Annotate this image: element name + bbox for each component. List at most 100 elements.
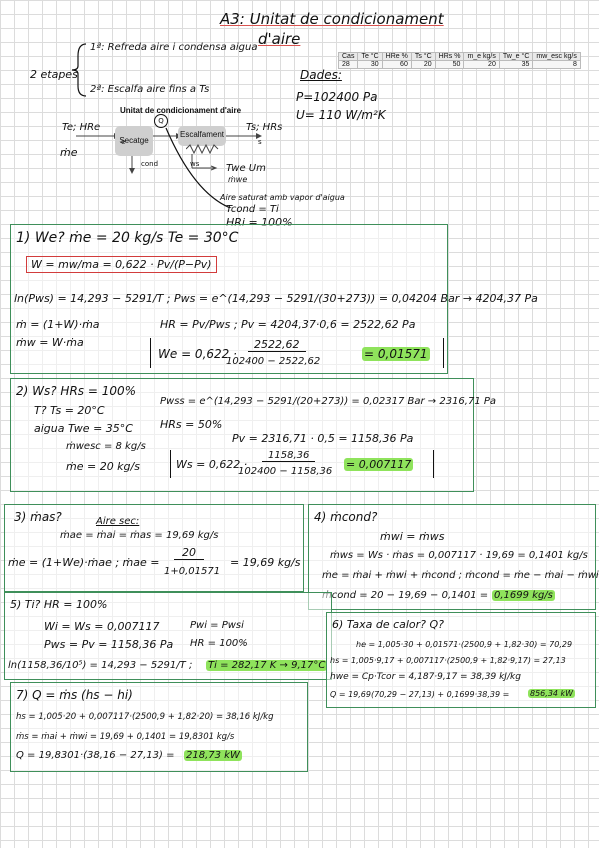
section-2-me: ṁe = 20 kg/s bbox=[66, 460, 140, 473]
escalfament-block: Escalfament bbox=[178, 126, 226, 146]
section-5-result: Ti = 282,17 K → 9,17°C bbox=[206, 660, 328, 671]
section-1-pws: ln(Pws) = 14,293 − 5291/T ; Pws = e^(14,… bbox=[14, 292, 538, 305]
diagram-q: Q bbox=[154, 114, 168, 128]
section-2-num: 1158,36 bbox=[262, 450, 316, 462]
section-2-mwesc: ṁwesc = 8 kg/s bbox=[66, 441, 146, 452]
section-1-pv: HR = Pv/Pws ; Pv = 4204,37·0,6 = 2522,62… bbox=[160, 318, 416, 331]
section-4-mws: ṁws = Ws · ṁas = 0,007117 · 19,69 = 0,14… bbox=[330, 550, 588, 561]
table-cell: 30 bbox=[357, 60, 383, 69]
section-5-hr: HR = 100% bbox=[190, 638, 248, 649]
etapa-1: 1ª: Refreda aire i condensa aigua bbox=[90, 42, 258, 53]
section-1-num: 2522,62 bbox=[248, 338, 306, 352]
diagram-title: Unitat de condicionament d'aire bbox=[120, 106, 242, 115]
table-header: m_e kg/s bbox=[463, 52, 500, 61]
section-5-question: 5) Ti? HR = 100% bbox=[10, 598, 108, 611]
section-3-mae: ṁe = (1+We)·ṁae ; ṁae = bbox=[8, 556, 160, 569]
table-cell: 60 bbox=[381, 60, 412, 69]
page-title-line2: d'aire bbox=[258, 30, 301, 48]
table-header: HRe % bbox=[381, 52, 412, 61]
section-1-result-bracket bbox=[150, 338, 444, 368]
table-header: Ts °C bbox=[410, 52, 436, 61]
table-cell: 35 bbox=[498, 60, 534, 69]
etapa-2: 2ª: Escalfa aire fins a Ts bbox=[90, 84, 210, 95]
table-header: Tw_e °C bbox=[498, 52, 534, 61]
section-1-result: = 0,01571 bbox=[362, 347, 430, 361]
section-3-box bbox=[4, 504, 304, 592]
section-6-he: he = 1,005·30 + 0,01571·(2500,9 + 1,82·3… bbox=[356, 640, 573, 649]
section-7-box bbox=[10, 682, 308, 772]
section-7-question: 7) Q = ṁs (hs − hi) bbox=[16, 688, 133, 702]
section-3-den: 1+0,01571 bbox=[164, 566, 221, 577]
table-header: Te °C bbox=[357, 52, 383, 61]
table-header: mw_esc kg/s bbox=[532, 52, 581, 61]
section-2-pv: Pv = 2316,71 · 0,5 = 1158,36 Pa bbox=[232, 432, 414, 445]
table-cell: 50 bbox=[434, 60, 465, 69]
diagram-out-label: Ts; HRs bbox=[246, 122, 283, 133]
section-2-pwss: Pwss = e^(14,293 − 5291/(20+273)) = 0,02… bbox=[160, 396, 497, 407]
section-6-question: 6) Taxa de calor? Q? bbox=[332, 618, 445, 631]
diagram-note2: Tcond = Ti bbox=[226, 204, 279, 215]
section-1-question: 1) We? ṁe = 20 kg/s Te = 30°C bbox=[16, 230, 239, 246]
resistor-icon bbox=[186, 144, 219, 154]
section-1-den: 102400 − 2522,62 bbox=[226, 356, 321, 367]
section-4-question: 4) ṁcond? bbox=[314, 510, 378, 524]
table-header: HRs % bbox=[434, 52, 465, 61]
table-cell: 8 bbox=[532, 60, 581, 69]
section-2-den: 102400 − 1158,36 bbox=[238, 466, 333, 477]
section-4-mcond: ṁcond = 20 − 19,69 − 0,1401 = bbox=[322, 590, 489, 601]
section-5-ln: ln(1158,36/10⁵) = 14,293 − 5291/T ; bbox=[8, 660, 193, 671]
section-3-result: = 19,69 kg/s bbox=[230, 556, 301, 569]
section-3-aire-sec: Aire sec: bbox=[96, 516, 140, 527]
diagram-tw: Twe Um bbox=[226, 163, 266, 174]
section-5-wi: Wi = Ws = 0,007117 bbox=[44, 620, 160, 633]
section-7-result: 218,73 kW bbox=[184, 750, 242, 761]
section-2-question: 2) Ws? HRs = 100% bbox=[16, 384, 137, 398]
section-3-num: 20 bbox=[174, 546, 204, 560]
data-table: Cas Te °C HRe % Ts °C HRs % m_e kg/s Tw_… bbox=[337, 52, 581, 69]
section-7-q: Q = 19,8301·(38,16 − 27,13) = bbox=[16, 750, 175, 761]
diagram-in-label: Te; HRe bbox=[62, 122, 101, 133]
section-1-mass: ṁ = (1+W)·ṁa bbox=[16, 318, 100, 331]
secatge-block: Secatge bbox=[115, 126, 153, 156]
section-4-mwi: ṁwi = ṁws bbox=[380, 530, 445, 543]
table-cell: 20 bbox=[410, 60, 436, 69]
table-cell: 20 bbox=[463, 60, 500, 69]
section-7-ms: ṁs = ṁai + ṁwi = 19,69 + 0,1401 = 19,830… bbox=[16, 732, 235, 742]
section-6-q: Q = 19,69(70,29 − 27,13) + 0,1699·38,39 … bbox=[330, 690, 510, 699]
table-header: Cas bbox=[337, 52, 359, 61]
diagram-note1: Aire saturat amb vapor d'aigua bbox=[220, 193, 345, 202]
section-2-result: = 0,007117 bbox=[344, 458, 414, 471]
section-2-hrs: HRs = 50% bbox=[160, 418, 223, 431]
table-cell: 28 bbox=[337, 60, 359, 69]
diagram-cond: cond bbox=[141, 160, 159, 168]
section-6-hs: hs = 1,005·9,17 + 0,007117·(2500,9 + 1,8… bbox=[330, 656, 566, 665]
page-title: A3: Unitat de condicionament bbox=[220, 10, 444, 28]
section-1-we: We = 0,622 · bbox=[158, 347, 237, 361]
section-6-result: 856,34 kW bbox=[528, 689, 576, 698]
section-4-result: 0,1699 kg/s bbox=[492, 590, 555, 601]
section-2-ts: T? Ts = 20°C bbox=[34, 404, 105, 417]
section-3-question: 3) ṁas? bbox=[14, 510, 62, 524]
section-6-hwe: hwe = Cp·Tcor = 4,187·9,17 = 38,39 kJ/kg bbox=[330, 672, 521, 682]
section-2-result-bracket bbox=[170, 450, 434, 478]
section-7-hs: hs = 1,005·20 + 0,007117·(2500,9 + 1,82·… bbox=[16, 712, 274, 722]
diagram-me: ṁe bbox=[60, 146, 78, 159]
diagram-e: e bbox=[121, 138, 126, 146]
dades-pressure: P=102400 Pa bbox=[296, 90, 378, 104]
section-3-mass-eq: ṁae = ṁai = ṁas = 19,69 kg/s bbox=[60, 530, 219, 541]
section-2-box bbox=[10, 378, 474, 492]
diagram-mw: ṁwe bbox=[228, 175, 248, 184]
section-2-twe: aigua Twe = 35°C bbox=[34, 422, 133, 435]
brace-icon bbox=[71, 43, 87, 97]
section-4-balance: ṁe = ṁai + ṁwi + ṁcond ; ṁcond = ṁe − ṁa… bbox=[322, 570, 599, 581]
section-5-pws: Pws = Pv = 1158,36 Pa bbox=[44, 638, 174, 651]
diagram-s: s bbox=[258, 138, 262, 146]
diagram-flow bbox=[76, 127, 262, 208]
dades-u: U= 110 W/m²K bbox=[296, 108, 386, 122]
diagram-ws: ws bbox=[190, 160, 200, 168]
section-2-ws: Ws = 0,622 · bbox=[176, 458, 248, 471]
dades-label: Dades: bbox=[300, 68, 342, 82]
etapes-label: 2 etapes bbox=[30, 68, 78, 81]
section-1-formula-w: W = mw/ma = 0,622 · Pv/(P−Pv) bbox=[26, 256, 217, 273]
section-5-pwi: Pwi = Pwsi bbox=[190, 620, 244, 631]
